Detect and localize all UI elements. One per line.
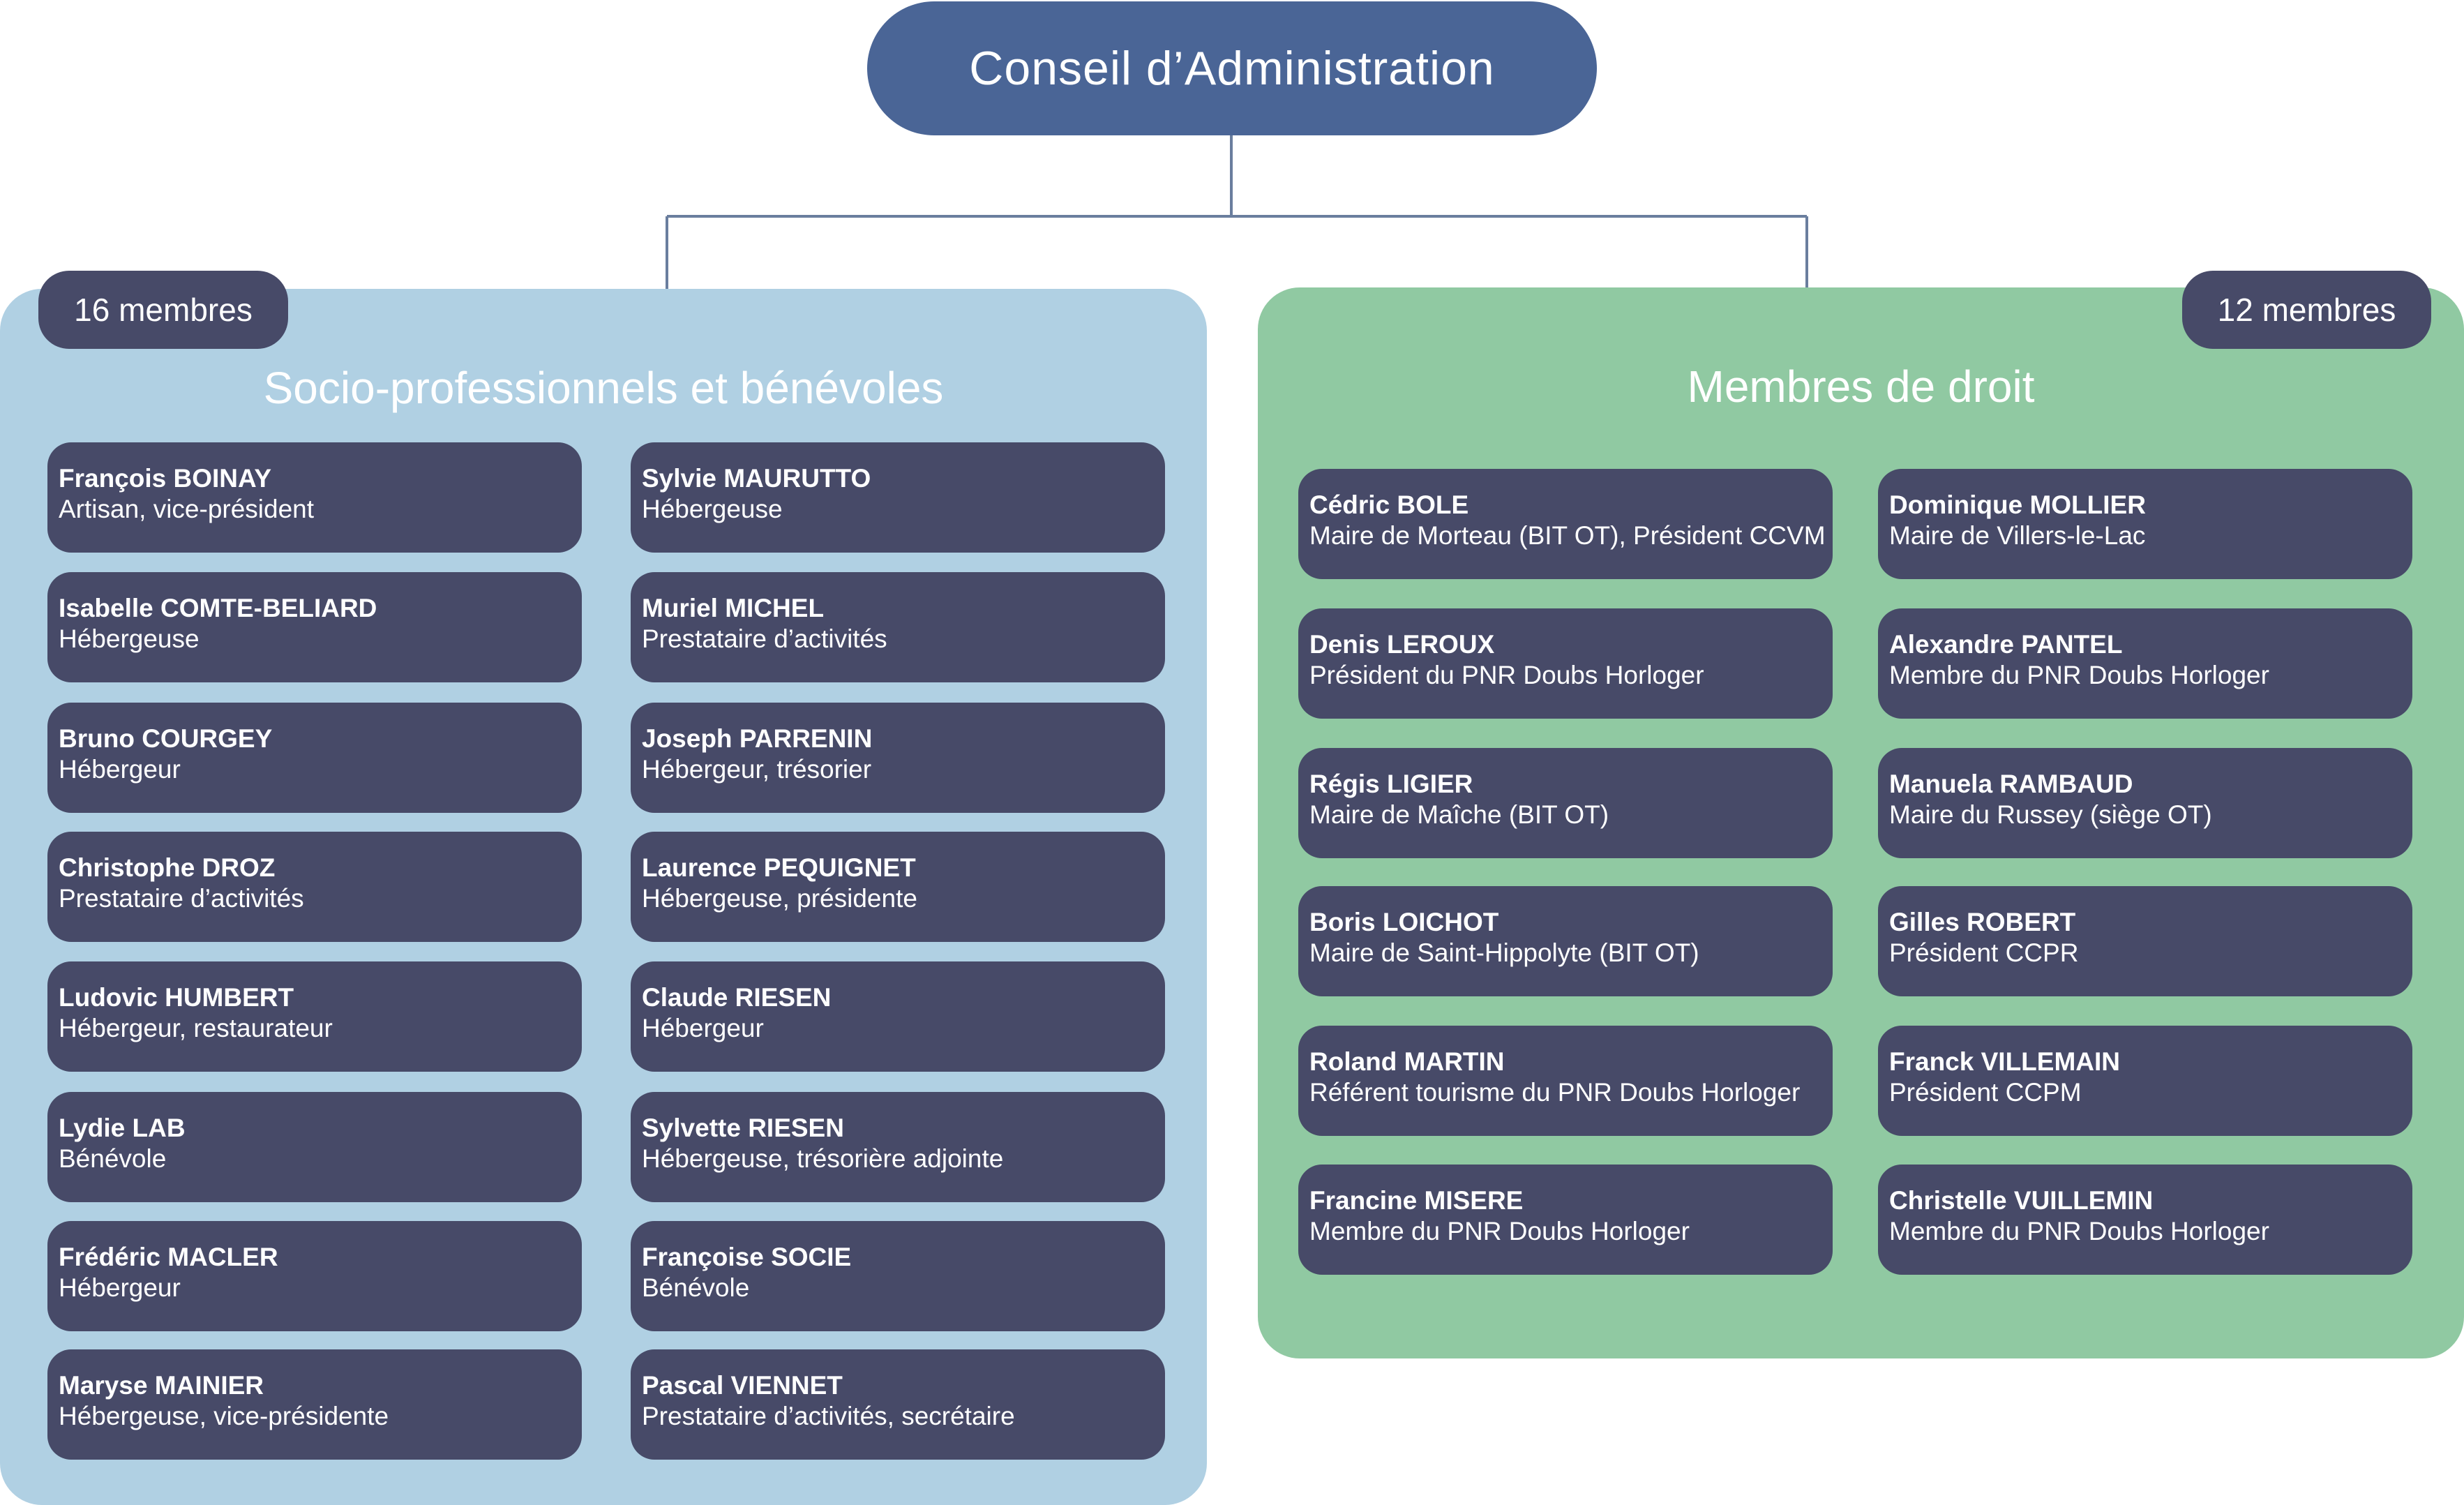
member-role: Hébergeuse, trésorière adjointe [642, 1144, 1004, 1173]
member-name: Muriel MICHEL [642, 594, 825, 622]
member-count-badge-left: 16 membres [38, 271, 288, 349]
group-title-socio-professionnels: Socio-professionnels et bénévoles [263, 363, 944, 413]
member-role: Membre du PNR Doubs Horloger [1889, 661, 2269, 689]
member-name: Françoise SOCIE [642, 1243, 852, 1271]
member-name: Isabelle COMTE-BELIARD [59, 594, 377, 622]
member-role: Hébergeuse [59, 624, 200, 653]
member-role: Prestataire d’activités, secrétaire [642, 1402, 1015, 1430]
member-role: Hébergeuse, présidente [642, 884, 917, 913]
member-name: Laurence PEQUIGNET [642, 853, 916, 882]
member-role: Hébergeuse [642, 495, 783, 523]
member-role: Membre du PNR Doubs Horloger [1889, 1217, 2269, 1245]
member-role: Hébergeur, restaurateur [59, 1014, 333, 1042]
member-role: Bénévole [642, 1273, 750, 1302]
member-role: Maire de Morteau (BIT OT), Président CCV… [1309, 521, 1826, 550]
member-name: Sylvie MAURUTTO [642, 464, 871, 493]
member-name: Roland MARTIN [1309, 1047, 1505, 1076]
member-role: Bénévole [59, 1144, 167, 1173]
member-role: Membre du PNR Doubs Horloger [1309, 1217, 1690, 1245]
member-name: Frédéric MACLER [59, 1243, 278, 1271]
member-name: Franck VILLEMAIN [1889, 1047, 2120, 1076]
member-name: Alexandre PANTEL [1889, 630, 2123, 659]
member-name: Christophe DROZ [59, 853, 276, 882]
member-name: Lydie LAB [59, 1114, 186, 1142]
group-title-membres-de-droit: Membres de droit [1687, 361, 2035, 412]
member-role: Maire de Maîche (BIT OT) [1309, 800, 1609, 829]
member-name: François BOINAY [59, 464, 271, 493]
root-node: Conseil d’Administration [867, 1, 1597, 135]
member-role: Président du PNR Doubs Horloger [1309, 661, 1704, 689]
member-role: Hébergeur [59, 1273, 181, 1302]
member-name: Christelle VUILLEMIN [1889, 1186, 2154, 1215]
member-role: Hébergeuse, vice-présidente [59, 1402, 389, 1430]
member-name: Joseph PARRENIN [642, 724, 873, 753]
member-name: Dominique MOLLIER [1889, 491, 2146, 519]
member-role: Hébergeur, trésorier [642, 755, 872, 784]
member-role: Artisan, vice-président [59, 495, 315, 523]
member-role: Maire du Russey (siège OT) [1889, 800, 2212, 829]
member-name: Bruno COURGEY [59, 724, 273, 753]
member-role: Maire de Saint-Hippolyte (BIT OT) [1309, 938, 1699, 967]
member-name: Ludovic HUMBERT [59, 983, 294, 1012]
member-name: Cédric BOLE [1309, 491, 1469, 519]
member-name: Sylvette RIESEN [642, 1114, 844, 1142]
member-name: Francine MISERE [1309, 1186, 1524, 1215]
member-role: Hébergeur [642, 1014, 764, 1042]
member-role: Président CCPM [1889, 1078, 2082, 1107]
member-role: Prestataire d’activités [642, 624, 887, 653]
member-role: Maire de Villers-le-Lac [1889, 521, 2146, 550]
member-role: Hébergeur [59, 755, 181, 784]
member-name: Claude RIESEN [642, 983, 832, 1012]
member-role: Prestataire d’activités [59, 884, 304, 913]
member-name: Boris LOICHOT [1309, 908, 1499, 936]
member-count-badge-right: 12 membres [2182, 271, 2431, 349]
member-name: Gilles ROBERT [1889, 908, 2076, 936]
member-role: Référent tourisme du PNR Doubs Horloger [1309, 1078, 1801, 1107]
member-name: Régis LIGIER [1309, 770, 1473, 798]
member-role: Président CCPR [1889, 938, 2079, 967]
member-name: Pascal VIENNET [642, 1371, 843, 1400]
member-name: Denis LEROUX [1309, 630, 1495, 659]
member-name: Maryse MAINIER [59, 1371, 264, 1400]
member-name: Manuela RAMBAUD [1889, 770, 2133, 798]
